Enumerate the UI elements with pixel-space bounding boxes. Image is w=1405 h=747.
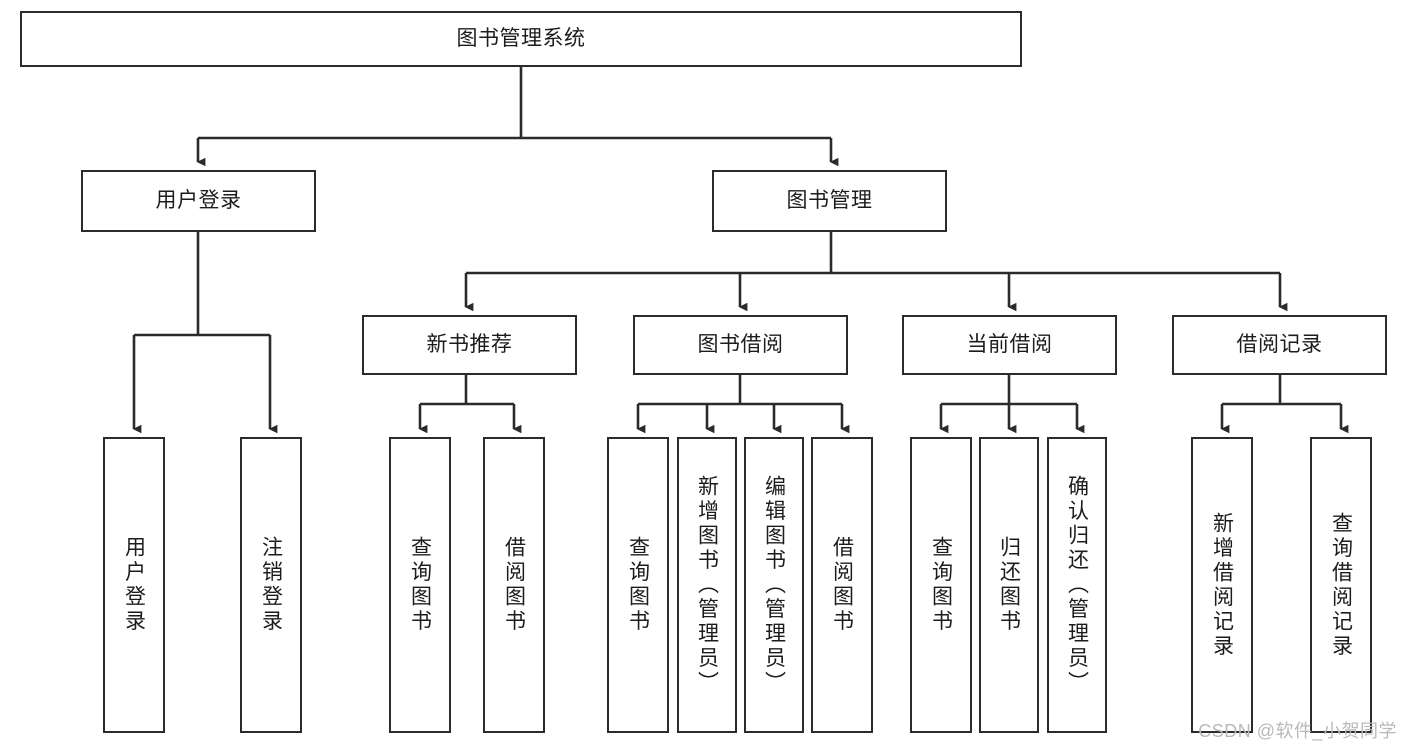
leaf-add-book[interactable]: 新增图书（管理员） xyxy=(677,437,737,733)
leaf-query-record-label: 查询借阅记录 xyxy=(1329,511,1353,659)
leaf-query-book-1-label: 查询图书 xyxy=(408,536,432,634)
leaf-query-book-2[interactable]: 查询图书 xyxy=(607,437,669,733)
leaf-borrow-book-1-label: 借阅图书 xyxy=(502,536,526,634)
node-new-book-rec-label: 新书推荐 xyxy=(426,333,513,357)
leaf-query-book-2-label: 查询图书 xyxy=(626,536,650,634)
leaf-borrow-book-2-label: 借阅图书 xyxy=(830,536,854,634)
node-current-borrow-label: 当前借阅 xyxy=(966,333,1053,357)
leaf-user-logout[interactable]: 注销登录 xyxy=(240,437,302,733)
leaf-query-record[interactable]: 查询借阅记录 xyxy=(1310,437,1372,733)
node-new-book-rec[interactable]: 新书推荐 xyxy=(362,315,577,375)
leaf-query-book-3-label: 查询图书 xyxy=(929,536,953,634)
node-book-borrow[interactable]: 图书借阅 xyxy=(633,315,848,375)
leaf-edit-book[interactable]: 编辑图书（管理员） xyxy=(744,437,804,733)
node-user-login-label: 用户登录 xyxy=(155,189,242,213)
node-borrow-record[interactable]: 借阅记录 xyxy=(1172,315,1387,375)
leaf-query-book-1[interactable]: 查询图书 xyxy=(389,437,451,733)
leaf-user-logout-label: 注销登录 xyxy=(259,536,283,634)
node-book-manage[interactable]: 图书管理 xyxy=(712,170,947,232)
node-current-borrow[interactable]: 当前借阅 xyxy=(902,315,1117,375)
node-book-borrow-label: 图书借阅 xyxy=(697,333,784,357)
leaf-user-login[interactable]: 用户登录 xyxy=(103,437,165,733)
leaf-add-record[interactable]: 新增借阅记录 xyxy=(1191,437,1253,733)
csdn-watermark: CSDN @软件_小贺同学 xyxy=(1198,721,1397,741)
leaf-query-book-3[interactable]: 查询图书 xyxy=(910,437,972,733)
node-borrow-record-label: 借阅记录 xyxy=(1236,333,1323,357)
leaf-confirm-return[interactable]: 确认归还（管理员） xyxy=(1047,437,1107,733)
leaf-borrow-book-2[interactable]: 借阅图书 xyxy=(811,437,873,733)
leaf-edit-book-label: 编辑图书（管理员） xyxy=(762,474,786,696)
leaf-add-book-label: 新增图书（管理员） xyxy=(695,474,719,696)
node-book-manage-label: 图书管理 xyxy=(786,189,873,213)
leaf-borrow-book-1[interactable]: 借阅图书 xyxy=(483,437,545,733)
leaf-confirm-return-label: 确认归还（管理员） xyxy=(1065,474,1089,696)
leaf-return-book-label: 归还图书 xyxy=(997,536,1021,634)
leaf-add-record-label: 新增借阅记录 xyxy=(1210,511,1234,659)
node-root[interactable]: 图书管理系统 xyxy=(20,11,1022,67)
leaf-return-book[interactable]: 归还图书 xyxy=(979,437,1039,733)
node-user-login[interactable]: 用户登录 xyxy=(81,170,316,232)
leaf-user-login-label: 用户登录 xyxy=(122,536,146,634)
node-root-label: 图书管理系统 xyxy=(456,27,586,51)
